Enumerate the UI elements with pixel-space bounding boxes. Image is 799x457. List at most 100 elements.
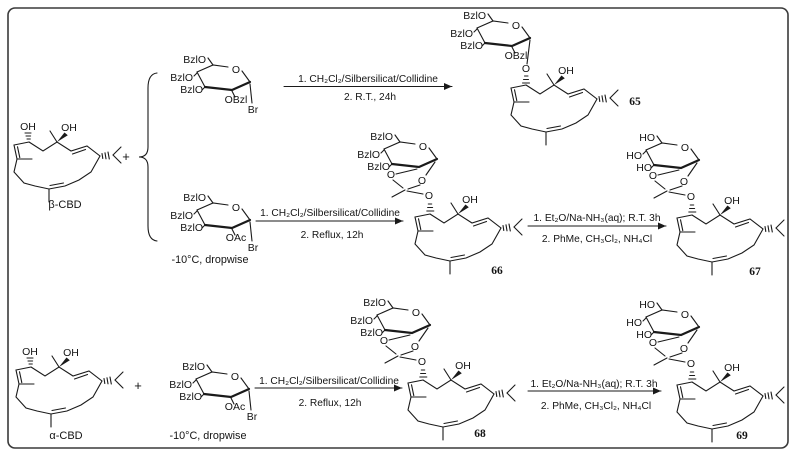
p66-low-label: BzlO [367, 161, 390, 173]
p65-low-label: BzlO [460, 40, 483, 52]
donor1-mid-label: BzlO [170, 72, 193, 84]
p66-oh-label: OH [462, 194, 478, 206]
p68-ortho-o2: O [411, 341, 419, 353]
p68-mid-label: BzlO [350, 315, 373, 327]
p67-ring-o: O [681, 142, 689, 154]
arrow-4-cond-1: 1. CH₂Cl₂/Silbersilicat/Collidine [259, 376, 399, 387]
beta-cbd-name: β-CBD [48, 199, 81, 211]
p65-ring-o: O [512, 20, 520, 32]
p66-ring-o: O [419, 141, 427, 153]
donor1-ring-o: O [232, 64, 240, 76]
p67-ortho-o2: O [680, 176, 688, 188]
p68-ring-o: O [412, 307, 420, 319]
arrow-3-head [658, 222, 666, 230]
p67-mid-label: HO [626, 150, 642, 162]
product-65-sugar: BzlO BzlO BzlO O OBzl O [450, 10, 532, 84]
product-69-sugar: HO HO HO O O O O [626, 299, 701, 380]
donor3-mid-label: BzlO [169, 379, 192, 391]
p65-mid-label: BzlO [450, 28, 473, 40]
compound-68-number: 68 [474, 428, 486, 440]
p65-oh-label: OH [558, 65, 574, 77]
donor3-note: -10°C, dropwise [170, 430, 247, 442]
p69-ortho-o2: O [680, 343, 688, 355]
p66-link-o: O [425, 190, 433, 202]
product-68-macrocycle: OH [407, 360, 516, 441]
p69-ortho-o1: O [649, 337, 657, 349]
arrow-5-head [653, 387, 661, 395]
p69-ring-o: O [681, 309, 689, 321]
donor3-low-label: BzlO [179, 391, 202, 403]
donor2-low-label: BzlO [180, 222, 203, 234]
donor2-structure: BzlO BzlO BzlO O OAc Br [170, 192, 259, 254]
compound-66-number: 66 [491, 265, 503, 277]
compound-65-number: 65 [629, 96, 641, 108]
p69-top-label: HO [639, 299, 655, 311]
p66-ortho-o1: O [387, 169, 395, 181]
p65-link-o: O [522, 63, 530, 75]
p66-mid-label: BzlO [357, 149, 380, 161]
donor2-mid-label: BzlO [170, 210, 193, 222]
beta-oh1-label: OH [20, 121, 36, 133]
p66-ortho-o2: O [418, 175, 426, 187]
arrow-1-cond-1: 1. CH₂Cl₂/Silbersilicat/Collidine [298, 74, 438, 85]
arrow-4-head [394, 384, 402, 392]
donor2-note: -10°C, dropwise [172, 254, 249, 266]
donor2-top-label: BzlO [183, 192, 206, 204]
p67-top-label: HO [639, 132, 655, 144]
donor3-structure: BzlO BzlO BzlO O OAc Br [169, 361, 258, 423]
donor1-br-label: Br [248, 104, 259, 116]
p68-low-label: BzlO [360, 327, 383, 339]
product-67-macrocycle: OH [676, 195, 785, 276]
arrow-2-cond-1: 1. CH₂Cl₂/Silbersilicat/Collidine [260, 208, 400, 219]
alpha-cbd-name: α-CBD [49, 430, 82, 442]
beta-oh2-label: OH [61, 122, 77, 134]
alpha-cbd-structure: OH OH [15, 346, 124, 428]
donor3-ring-o: O [231, 371, 239, 383]
p67-low-label: HO [636, 162, 652, 174]
p68-ortho-o1: O [380, 335, 388, 347]
plus-sign-top: + [122, 149, 130, 164]
arrow-2-head [395, 217, 403, 225]
donor2-ring-o: O [232, 202, 240, 214]
donor3-br-label: Br [247, 411, 258, 423]
compound-67-number: 67 [749, 266, 761, 278]
arrow-3: 1. Et₂O/Na-NH₃(aq); R.T. 3h 2. PhMe, CH₃… [527, 213, 667, 245]
donor1-structure: BzlO BzlO BzlO O OBzl Br [170, 54, 259, 116]
p66-top-label: BzlO [370, 131, 393, 143]
donor2-br-label: Br [248, 242, 259, 254]
donor1-c2-label: OBzl [225, 94, 248, 106]
donor3-top-label: BzlO [182, 361, 205, 373]
p68-top-label: BzlO [363, 297, 386, 309]
p65-top-label: BzlO [463, 10, 486, 22]
product-68-sugar: BzlO BzlO BzlO O O O O [350, 297, 432, 378]
p69-link-o: O [687, 358, 695, 370]
arrow-1-head [444, 83, 452, 90]
arrow-3-cond-2: 2. PhMe, CH₃Cl₂, NH₄Cl [542, 234, 652, 245]
arrow-3-cond-1: 1. Et₂O/Na-NH₃(aq); R.T. 3h [534, 213, 661, 224]
arrow-1: 1. CH₂Cl₂/Silbersilicat/Collidine 2. R.T… [283, 74, 453, 103]
product-66-sugar: BzlO BzlO BzlO O O O O [357, 131, 439, 212]
arrow-5: 1. Et₂O/Na-NH₃(aq); R.T. 3h 2. PhMe, CH₃… [527, 379, 662, 412]
product-66-macrocycle: OH [414, 194, 523, 275]
arrow-4-cond-2: 2. Reflux, 12h [299, 398, 362, 409]
p69-oh-label: OH [724, 362, 740, 374]
arrow-5-cond-1: 1. Et₂O/Na-NH₃(aq); R.T. 3h [531, 379, 658, 390]
compound-69-number: 69 [736, 430, 748, 442]
beta-cbd-structure: OH OH [13, 121, 122, 203]
brace [138, 72, 158, 242]
alpha-oh1-label: OH [22, 346, 38, 358]
p69-mid-label: HO [626, 317, 642, 329]
donor3-c2-label: OAc [225, 401, 245, 413]
arrow-4: 1. CH₂Cl₂/Silbersilicat/Collidine 2. Ref… [254, 376, 403, 409]
alpha-oh2-label: OH [63, 347, 79, 359]
product-67-sugar: HO HO HO O O O O [626, 132, 701, 213]
p65-c2-label: OBzl [505, 50, 528, 62]
p67-oh-label: OH [724, 195, 740, 207]
p68-oh-label: OH [455, 360, 471, 372]
p67-ortho-o1: O [649, 170, 657, 182]
arrow-2-cond-2: 2. Reflux, 12h [301, 230, 364, 241]
arrow-5-cond-2: 2. PhMe, CH₃Cl₂, NH₄Cl [541, 401, 651, 412]
arrow-2: 1. CH₂Cl₂/Silbersilicat/Collidine 2. Ref… [255, 208, 404, 241]
